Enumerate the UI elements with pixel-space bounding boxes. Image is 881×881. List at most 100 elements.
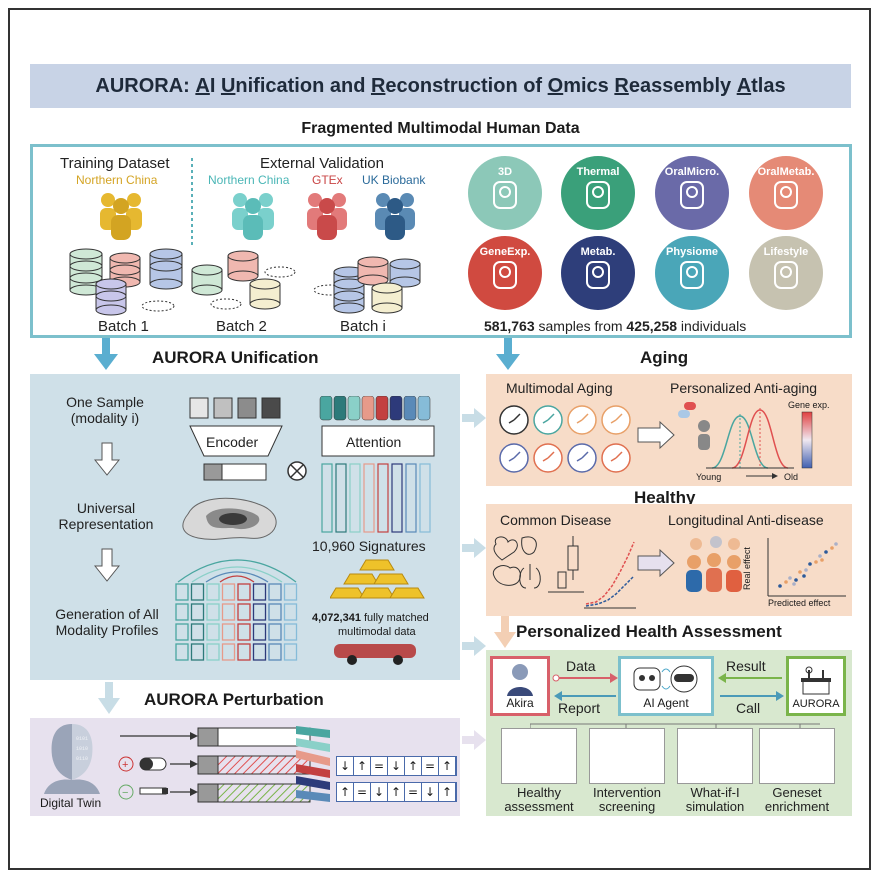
gold-bars-icon: [330, 559, 425, 665]
effect-cell: ↓: [422, 783, 439, 801]
tool-label-line2: enrichment: [764, 799, 830, 814]
molecule-icon: [774, 181, 798, 209]
cohort-divider: [191, 158, 193, 248]
predicted-effect-label: Predicted effect: [768, 598, 831, 608]
healthy-heading: Healthy: [634, 488, 696, 507]
common-disease-label: Common Disease: [500, 512, 612, 528]
modality-label: Thermal: [576, 166, 620, 178]
effect-cell: ↓: [388, 757, 405, 775]
pill-icon: [589, 728, 665, 784]
title-part: R: [614, 74, 629, 97]
perturbation-effects-row-1: ↓↑=↓↑=↑: [336, 756, 457, 776]
longitudinal-anti-disease-label: Longitudinal Anti-disease: [668, 512, 824, 528]
modality-circle: Lifestyle: [749, 236, 823, 310]
external-uk-biobank-people-icon: [375, 193, 415, 240]
attention-diagram: [319, 396, 435, 533]
gene-exp-label: Gene exp.: [788, 400, 830, 410]
personalized-anti-aging-label: Personalized Anti-aging: [670, 380, 818, 396]
effect-cell: ↑: [388, 783, 405, 801]
user-avatar-icon: [507, 664, 533, 696]
modality-circle: Metab.: [561, 236, 635, 310]
effect-cell: ↑: [337, 783, 354, 801]
effect-cell: ↑: [354, 757, 371, 775]
matched-text-line2: multimodal data: [338, 626, 416, 638]
real-effect-label: Real effect: [742, 547, 752, 590]
young-label: Young: [696, 472, 722, 482]
step-universal-representation: Universal Representation: [58, 500, 154, 532]
perturbation-heading: AURORA Perturbation: [144, 690, 324, 709]
individuals-count: 425,258: [626, 318, 678, 334]
svg-text:1010: 1010: [76, 746, 88, 752]
effect-cell: =: [422, 757, 439, 775]
arrow-right-pha-2: [462, 730, 486, 750]
modality-circle: 3D: [468, 156, 542, 230]
batch-i-label: Batch i: [340, 318, 386, 335]
svg-text:0110: 0110: [76, 756, 88, 762]
agent-label: AI Agent: [643, 696, 689, 710]
title-part: tlas: [751, 74, 786, 97]
clocks-icon: [499, 405, 631, 473]
effect-cell: =: [371, 757, 388, 775]
fragmented-data-box: [30, 144, 852, 338]
result-call-arrows: [718, 673, 784, 701]
arrow-down-to-pha: [494, 616, 516, 648]
matched-data-summary: 4,072,341 fully matched: [312, 612, 429, 624]
unification-heading: AURORA Unification: [152, 348, 319, 367]
step-one-sample: One Sample (modality i): [66, 394, 144, 426]
attention-label: Attention: [346, 434, 402, 450]
tool-label-line2: assessment: [504, 799, 574, 814]
batch-2-label: Batch 2: [216, 318, 267, 335]
robot-icons: [633, 665, 698, 693]
training-people-icon: [100, 193, 142, 240]
tool-label-line2: simulation: [685, 799, 745, 814]
face-scan-icon: [493, 181, 517, 209]
aging-arrow-icon: [637, 420, 675, 450]
effect-cell: ↓: [337, 757, 354, 775]
pha-heading: Personalized Health Assessment: [516, 622, 782, 641]
modality-label: OralMicro.: [664, 166, 720, 178]
effect-cell: ↑: [439, 783, 456, 801]
modality-circle: OralMetab.: [749, 156, 823, 230]
arrow-down-to-unification: [94, 338, 118, 370]
modality-label: Metab.: [580, 246, 616, 258]
outer-frame: [8, 8, 871, 870]
step-generation: Generation of All Modality Profiles: [55, 606, 159, 638]
ai-agent-box[interactable]: AI Agent: [618, 656, 714, 716]
digital-twin-label: Digital Twin: [40, 796, 102, 810]
fragmented-heading: Fragmented Multimodal Human Data: [301, 120, 580, 137]
clipboard-icon: [774, 261, 798, 289]
anti-aging-distribution: [678, 402, 813, 479]
profile-grid-icon: [175, 559, 298, 661]
arrow-right-healthy: [462, 538, 486, 558]
population-icon: [686, 536, 742, 592]
latent-blob-icon: [182, 497, 277, 540]
aurora-box[interactable]: AURORA: [786, 656, 846, 716]
effect-scatter: [767, 538, 846, 597]
aurora-label: AURORA: [792, 698, 840, 710]
step-arrow-1: [94, 442, 120, 476]
multimodal-aging-label: Multimodal Aging: [506, 380, 613, 396]
aging-heading: Aging: [640, 348, 689, 367]
result-label: Result: [726, 658, 766, 674]
title-part: O: [547, 74, 564, 97]
encoder-diagram: [189, 397, 283, 481]
user-akira-box[interactable]: Akira: [490, 656, 550, 716]
modality-circle: OralMicro.: [655, 156, 729, 230]
tool-label-line1: Intervention: [593, 785, 661, 800]
toolbox-icon: [801, 666, 831, 695]
report-label: Report: [558, 700, 601, 716]
title-part: econstruction of: [385, 74, 548, 97]
samples-text: samples from: [534, 318, 627, 334]
batch-1-label: Batch 1: [98, 318, 149, 335]
user-name: Akira: [506, 696, 534, 710]
modality-label: Lifestyle: [763, 246, 809, 258]
curve-icon: [677, 728, 753, 784]
title-part: U: [220, 74, 236, 97]
perturbation-bars: + −: [118, 727, 311, 803]
